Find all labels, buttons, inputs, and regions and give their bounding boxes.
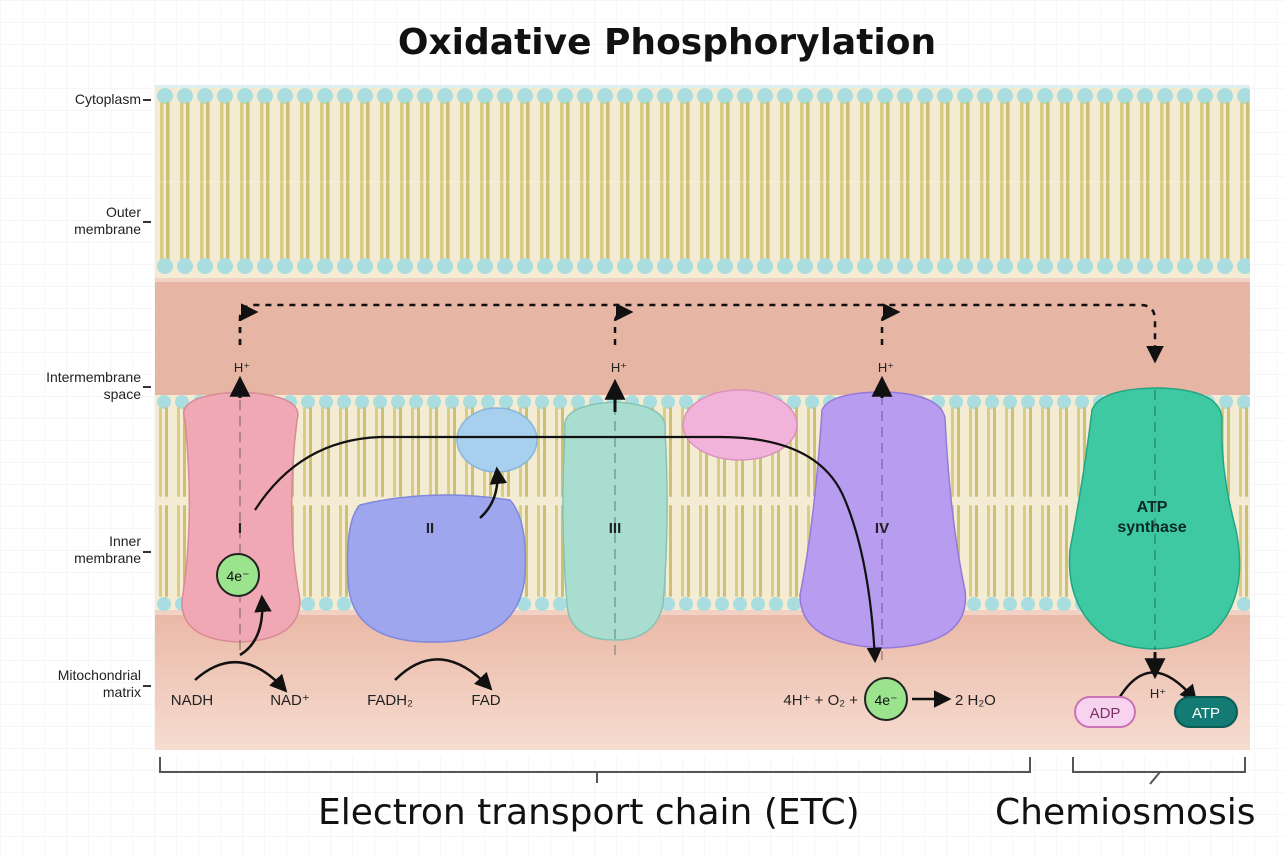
h-plus-label-4: H⁺ (1150, 686, 1166, 701)
h-plus-label-1: H⁺ (234, 360, 250, 375)
label-complex-iv: IV (875, 520, 889, 537)
complex-iv (799, 391, 967, 649)
proton-flow-dashed-arrow (238, 303, 1164, 364)
atp-capsule (1174, 696, 1238, 728)
label-nad: NAD⁺ (270, 692, 310, 709)
label-fad: FAD (471, 692, 500, 709)
intermembrane-space (155, 282, 1250, 397)
label-fadh2: FADH₂ (367, 692, 413, 709)
tick-intermembrane (143, 386, 151, 388)
electron-bubble-water (864, 677, 908, 721)
label-atp-synthase-2: synthase (1117, 519, 1186, 536)
label-complex-ii: II (426, 520, 434, 537)
etc-bracket (159, 757, 1031, 773)
label-water-reactants: 4H⁺ + O₂ + (783, 692, 858, 709)
tick-cytoplasm (143, 99, 151, 101)
label-cytoplasm: Cytoplasm (74, 91, 141, 107)
diagram-title: Oxidative Phosphorylation (397, 22, 937, 63)
complex-ii (346, 494, 527, 643)
label-water-product: 2 H₂O (955, 692, 996, 709)
label-atp-synthase-1: ATP (1137, 499, 1168, 516)
label-atp: ATP (1192, 705, 1220, 722)
electron-bubble-complex-i (216, 553, 260, 597)
label-nadh: NADH (171, 692, 214, 709)
label-electron-transport-chain: Electron transport chain (ETC) (318, 792, 860, 833)
tick-outer-membrane (143, 221, 151, 223)
label-chemiosmosis: Chemiosmosis (995, 792, 1256, 833)
label-complex-iii: III (609, 520, 622, 537)
h-plus-label-2: H⁺ (611, 360, 627, 375)
label-complex-i: I (238, 520, 242, 537)
h-plus-label-3: H⁺ (878, 360, 894, 375)
tick-matrix (143, 685, 151, 687)
matrix-region (155, 615, 1250, 750)
label-adp: ADP (1090, 705, 1121, 722)
electron-path-arrow (254, 435, 883, 664)
adp-capsule (1074, 696, 1136, 728)
electron-label-1: 4e⁻ (227, 568, 250, 584)
electron-label-2: 4e⁻ (875, 692, 898, 708)
tick-inner-membrane (143, 551, 151, 553)
